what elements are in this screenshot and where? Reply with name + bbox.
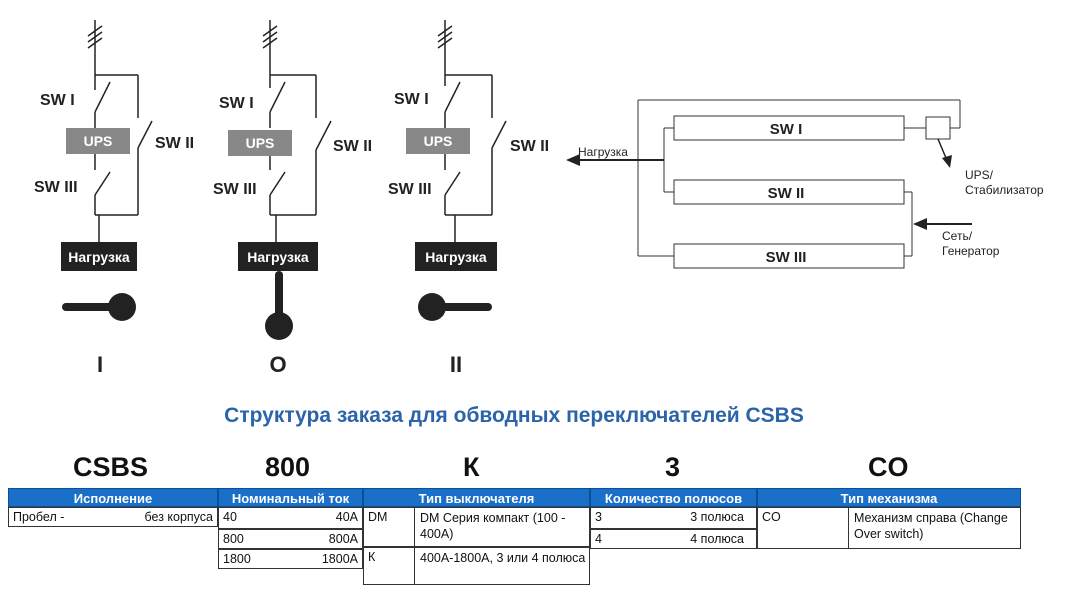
poles-row: 3 3 полюса [590,507,757,529]
current-row: 800 800A [218,529,363,549]
current-row: 40 40A [218,507,363,529]
mechanism-row: CO Механизм справа (Change Over switch) [757,507,1021,549]
position-label: I [97,352,103,377]
poles-key: 3 [595,510,602,524]
current-value: 40A [335,510,358,524]
header-mechanism: Тип механизма [757,488,1021,507]
position-label: II [450,352,462,377]
execution-value: без корпуса [144,510,214,524]
ups-label: UPS [424,133,453,149]
ups-label: UPS [84,133,113,149]
mains-arrow-icon [913,218,972,230]
load-label: Нагрузка [425,249,487,265]
load-label: Нагрузка [247,249,309,265]
poles-value: 4 полюса [690,532,744,546]
load-label: Нагрузка [68,249,130,265]
breaker-key: К [368,550,376,564]
sw2-label: SW II [510,138,549,155]
code-execution: CSBS [73,452,149,482]
load-label: Нагрузка [578,145,628,159]
sw2-label: SW II [333,138,372,155]
header-current: Номинальный ток [218,488,363,507]
breaker-key: DM [368,510,388,524]
mains-generator-label: Сеть/ [942,229,973,243]
ups-box [66,128,130,154]
sw2-block-label: SW II [768,185,805,202]
execution-key: Пробел - [13,510,65,524]
current-key: 40 [223,510,237,524]
current-value: 1800A [321,552,358,566]
sw1-block [673,115,905,141]
sw1-label: SW I [394,91,429,108]
sw1-label: SW I [40,92,75,109]
ups-stabilizer-label: UPS/ [965,168,994,182]
sw2-label: SW II [155,135,194,152]
sw3-label: SW III [34,179,78,196]
ups-arrow-icon [937,138,952,168]
block-diagram [637,99,961,269]
sw3-block-label: SW III [766,249,807,266]
load-arrow-icon [566,154,664,166]
ups-stabilizer-label: Стабилизатор [965,183,1044,197]
current-key: 800 [223,532,244,546]
load-box [415,242,497,271]
poles-row: 4 4 полюса [590,529,757,549]
order-title: Структура заказа для обводных переключат… [224,404,804,427]
sw1-block-label: SW I [770,121,803,138]
ups-label: UPS [246,135,275,151]
code-current: 800 [265,452,311,482]
mains-generator-label: Генератор [942,244,1000,258]
header-execution: Исполнение [8,488,218,507]
current-key: 1800 [223,552,251,566]
ups-box [406,128,470,154]
sw3-label: SW III [213,181,257,198]
circuit-3 [406,20,507,321]
circuit-1 [61,20,153,321]
ups-block [925,116,951,140]
load-box [61,242,137,271]
breaker-value: DM Серия компакт (100 - 400A) [420,511,566,541]
poles-key: 4 [595,532,602,546]
mechanism-value: Механизм справа (Change Over switch) [854,511,1008,541]
current-row: 1800 1800A [218,549,363,569]
sw2-block [673,179,905,205]
header-poles: Количество полюсов [590,488,757,507]
breaker-row: К 400A-1800A, 3 или 4 полюса [363,547,590,585]
current-value: 800A [328,532,358,546]
position-label: O [269,352,286,377]
header-breaker: Тип выключателя [363,488,590,507]
code-breaker: К [463,452,480,482]
breaker-value: 400A-1800A, 3 или 4 полюса [420,551,586,565]
sw3-label: SW III [388,181,432,198]
sw3-block [673,243,905,269]
circuit-2 [228,20,332,340]
code-mechanism: CO [868,452,909,482]
ups-box [228,130,292,156]
breaker-row: DM DM Серия компакт (100 - 400A) [363,507,590,547]
poles-value: 3 полюса [690,510,744,524]
mechanism-key: CO [762,510,781,524]
execution-row: Пробел - без корпуса [8,507,218,527]
sw1-label: SW I [219,95,254,112]
switching-diagram: SW I SW II SW III SW I SW II SW III SW I… [34,20,1044,377]
load-box [238,242,318,271]
code-poles: 3 [665,452,681,482]
